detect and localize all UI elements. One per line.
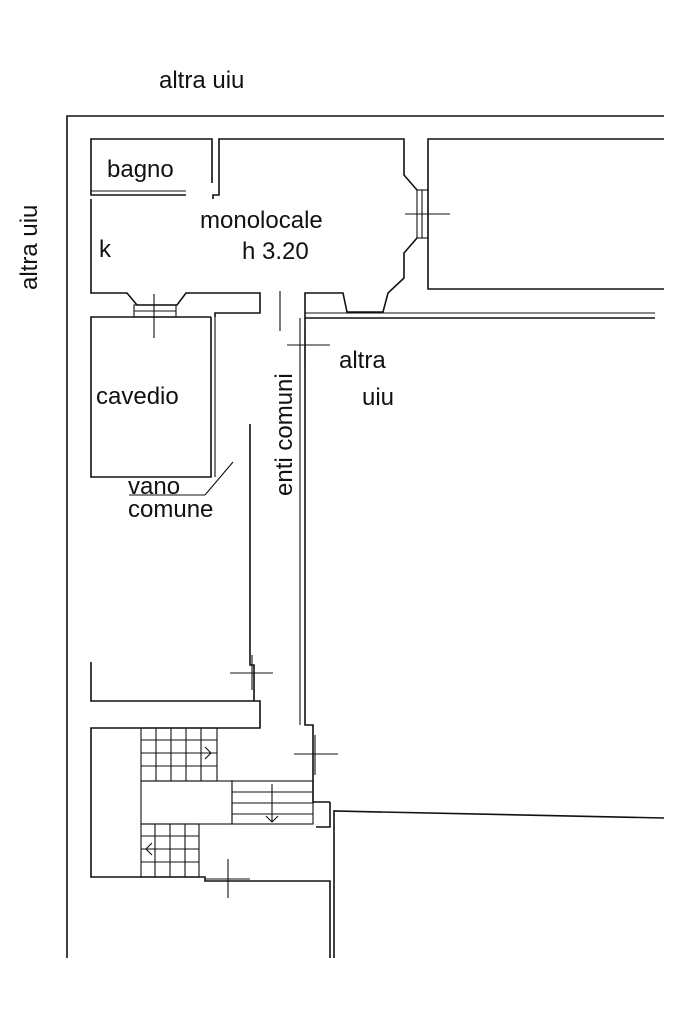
label-left-outside: altra uiu (16, 205, 43, 290)
studio-walls (90, 138, 655, 331)
courtyard-walls (90, 316, 216, 478)
bathroom-walls (90, 138, 213, 196)
label-kitchen: k (99, 236, 112, 263)
label-top-outside: altra uiu (159, 67, 244, 94)
door-marker-stairs (205, 859, 250, 898)
label-studio: monolocale (200, 207, 323, 234)
label-common-space-line2: comune (128, 496, 213, 523)
label-common-space-line1: vano (128, 473, 180, 500)
corridor-walls (90, 318, 331, 958)
label-right-unit-line2: uiu (362, 384, 394, 411)
label-courtyard: cavedio (96, 383, 179, 410)
label-corridor: enti comuni (271, 373, 298, 496)
label-height: h 3.20 (242, 238, 309, 265)
staircase (140, 727, 314, 878)
cavedio-window (133, 294, 177, 338)
common-space-leader (129, 461, 234, 496)
door-marker-corridor-low (294, 735, 338, 775)
label-right-unit-line1: altra (339, 347, 386, 374)
door-marker-corridor-mid (230, 655, 273, 690)
neighbour-unit-walls (427, 138, 664, 290)
door-marker-corridor-top (287, 330, 330, 364)
label-bathroom: bagno (107, 156, 174, 183)
outer-boundary (66, 115, 664, 958)
neighbour-building-bottom (333, 810, 665, 958)
